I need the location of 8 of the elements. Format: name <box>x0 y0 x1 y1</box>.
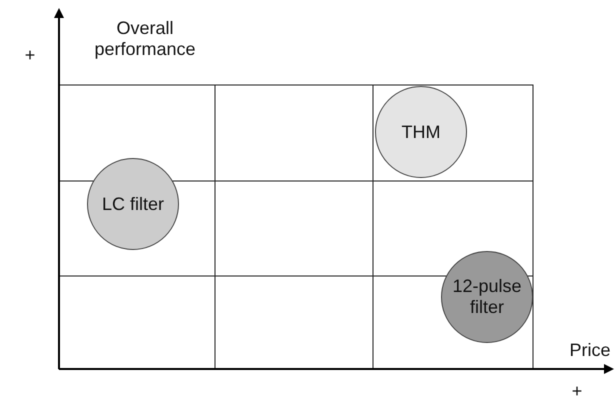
x-axis-title: Price <box>568 340 612 361</box>
bubble-label: THM <box>400 122 442 142</box>
bubble <box>375 86 467 178</box>
axis-plus-sign: + <box>570 381 584 402</box>
bubble-label: 12-pulse filter <box>451 276 523 318</box>
axis-plus-sign: + <box>24 45 36 66</box>
bubble-label: LC filter <box>100 194 165 214</box>
y-axis-title: Overall performance <box>93 18 197 60</box>
